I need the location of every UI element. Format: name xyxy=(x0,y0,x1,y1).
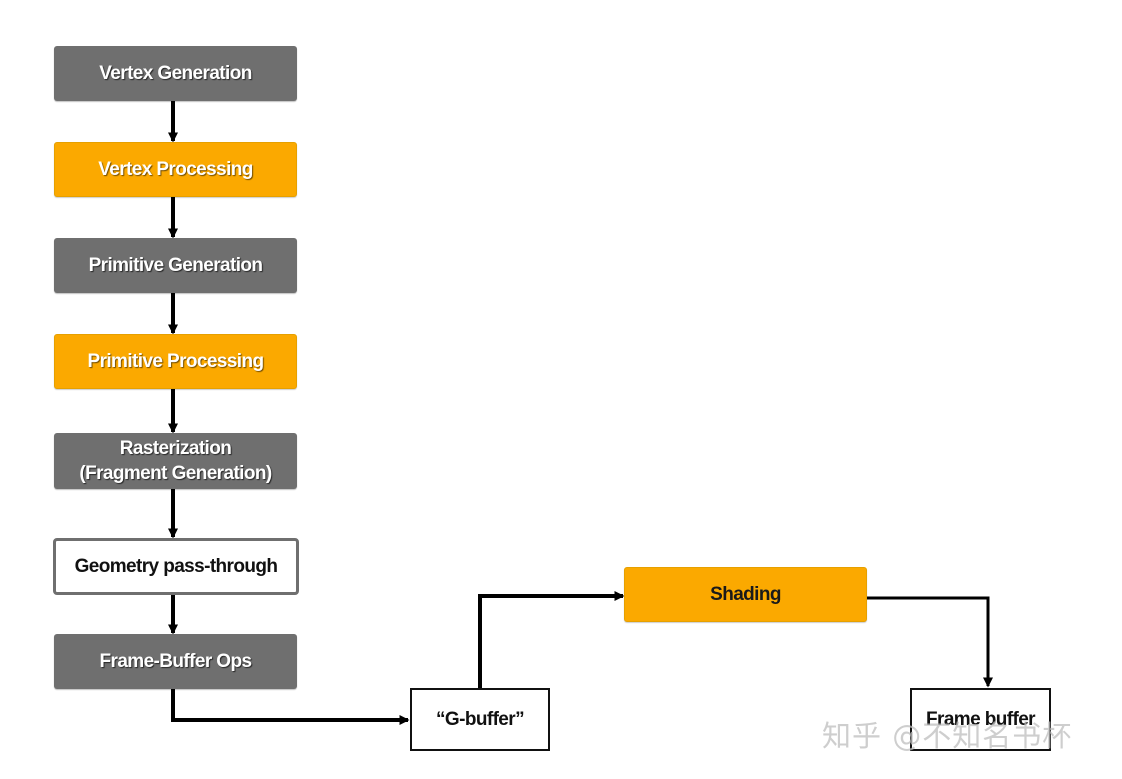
node-vertex-processing: Vertex Processing xyxy=(54,142,297,197)
node-frame-buffer: Frame buffer xyxy=(910,688,1051,751)
edge-frame-buffer-ops-to-g-buffer xyxy=(171,689,410,725)
node-g-buffer: “G-buffer” xyxy=(410,688,550,751)
node-geometry-pass-through: Geometry pass-through xyxy=(53,538,299,595)
node-shading: Shading xyxy=(624,567,867,622)
node-primitive-processing: Primitive Processing xyxy=(54,334,297,389)
node-frame-buffer-ops: Frame-Buffer Ops xyxy=(54,634,297,689)
node-primitive-generation: Primitive Generation xyxy=(54,238,297,293)
node-vertex-generation: Vertex Generation xyxy=(54,46,297,101)
node-rasterization: Rasterization (Fragment Generation) xyxy=(54,433,297,489)
edge-shading-to-frame-buffer xyxy=(867,596,993,688)
watermark-text: 知乎 @不知名书杯 xyxy=(822,719,1073,753)
edge-g-buffer-to-shading xyxy=(478,591,625,688)
